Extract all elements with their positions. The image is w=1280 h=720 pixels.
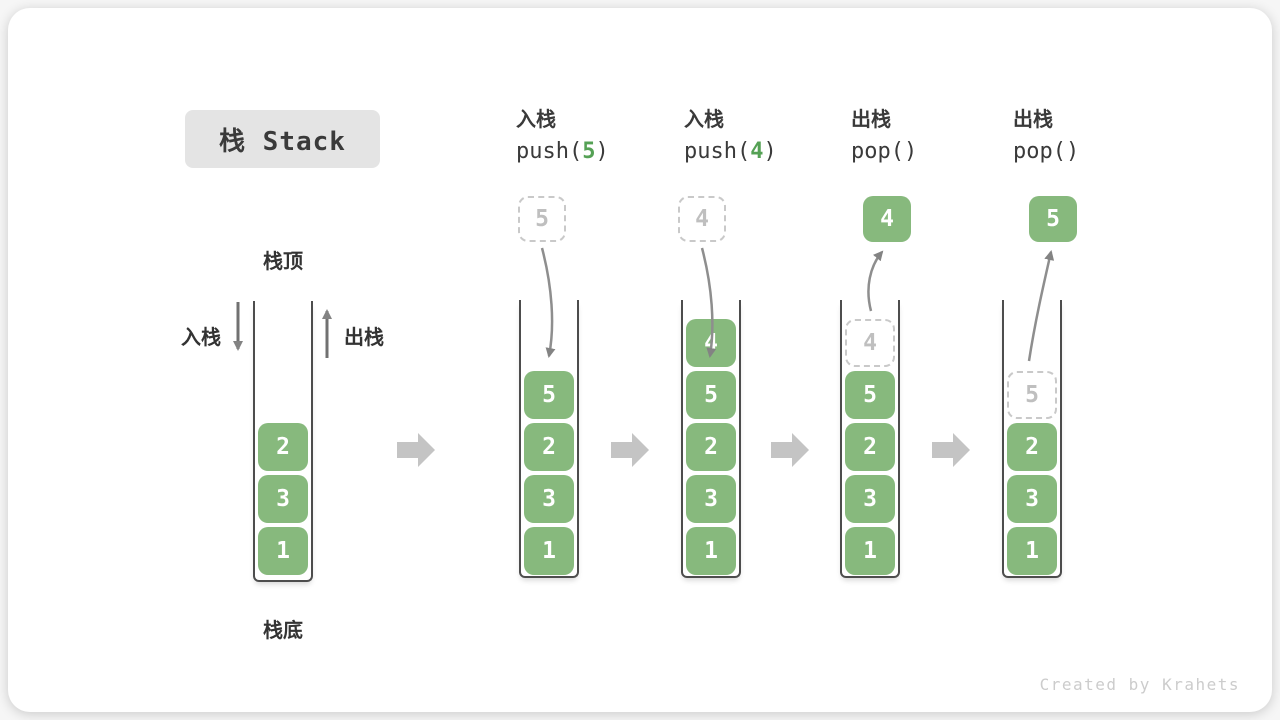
- stack-container-1: [519, 300, 579, 578]
- op-code-label: push(4): [684, 137, 777, 167]
- stack-item: 5: [686, 371, 736, 419]
- stack-container-base: [253, 301, 313, 582]
- pop-direction-label: 出栈: [344, 327, 384, 349]
- floating-item-dashed: 5: [518, 196, 566, 242]
- code-post: ): [763, 139, 777, 164]
- stack-item: 3: [258, 475, 308, 523]
- stack-item: 2: [686, 423, 736, 471]
- op-code-label: push(5): [516, 137, 609, 167]
- stack-item-ghost: 5: [1007, 371, 1057, 419]
- stack-item: 2: [845, 423, 895, 471]
- code-arg: 5: [582, 139, 596, 164]
- stack-item: 3: [845, 475, 895, 523]
- stack-container-2: [681, 300, 741, 578]
- code-post: ): [595, 139, 609, 164]
- op-code-label: pop(): [1013, 137, 1079, 167]
- op-code-label: pop(): [851, 137, 917, 167]
- stack-item: 1: [258, 527, 308, 575]
- op-label-pop1: 出栈 pop(): [851, 107, 917, 167]
- floating-item-popped: 4: [863, 196, 911, 242]
- code-post: ): [1065, 139, 1080, 164]
- diagram-title: 栈 Stack: [185, 110, 380, 168]
- code-pre: push(: [516, 139, 583, 164]
- watermark: Created by Krahets: [1039, 675, 1240, 694]
- stack-item: 5: [524, 371, 574, 419]
- code-post: ): [903, 139, 918, 164]
- push-direction-label: 入栈: [181, 327, 221, 349]
- stack-item-ghost: 4: [845, 319, 895, 367]
- stack-item: 2: [258, 423, 308, 471]
- op-label-pop2: 出栈 pop(): [1013, 107, 1079, 167]
- stack-item: 1: [686, 527, 736, 575]
- stack-item: 5: [845, 371, 895, 419]
- code-pre: push(: [684, 139, 751, 164]
- stack-container-4: [1002, 300, 1062, 578]
- op-label-push4: 入栈 push(4): [684, 107, 777, 167]
- op-cn-label: 出栈: [1013, 109, 1053, 131]
- stack-item: 2: [524, 423, 574, 471]
- op-cn-label: 入栈: [684, 109, 724, 131]
- floating-item-dashed: 4: [678, 196, 726, 242]
- op-label-push5: 入栈 push(5): [516, 107, 609, 167]
- stack-top-label: 栈顶: [263, 251, 303, 273]
- stack-container-3: [840, 300, 900, 578]
- op-cn-label: 入栈: [516, 109, 556, 131]
- stack-bottom-label: 栈底: [263, 620, 303, 642]
- op-cn-label: 出栈: [851, 109, 891, 131]
- stack-item: 3: [1007, 475, 1057, 523]
- stack-item: 2: [1007, 423, 1057, 471]
- stack-item: 1: [845, 527, 895, 575]
- stack-item: 3: [686, 475, 736, 523]
- stack-item: 1: [1007, 527, 1057, 575]
- code-pre: pop(: [1013, 139, 1066, 164]
- floating-item-popped: 5: [1029, 196, 1077, 242]
- code-arg: 4: [750, 139, 764, 164]
- stack-item: 1: [524, 527, 574, 575]
- stack-item: 3: [524, 475, 574, 523]
- stack-item: 4: [686, 319, 736, 367]
- code-pre: pop(: [851, 139, 904, 164]
